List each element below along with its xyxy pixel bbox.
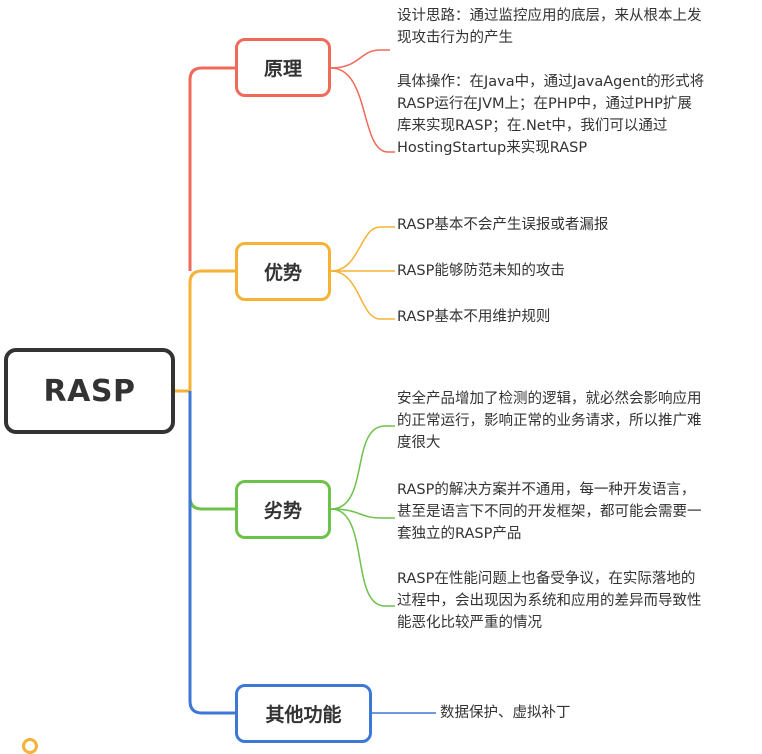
leaf-line: RASP基本不会产生误报或者漏报 (397, 217, 609, 233)
leaf-line: RASP在性能问题上也备受争议，在实际落地的 (397, 571, 696, 587)
leaf-line: 现攻击行为的产生 (397, 30, 513, 46)
leaf-line: 设计思路：通过监控应用的底层，来从根本上发 (397, 8, 702, 24)
leaf-line: 甚至是语言下不同的开发框架，都可能会需要一 (397, 504, 702, 520)
leaf-performance-controversy[interactable]: RASP在性能问题上也备受争议，在实际落地的 过程中，会出现因为系统和应用的差异… (397, 568, 702, 634)
leaf-line: 套独立的RASP产品 (397, 526, 522, 542)
leaf-line: 能恶化比较严重的情况 (397, 615, 542, 631)
connector-root-other (188, 391, 235, 715)
connector-disadvantages-leaf-2 (330, 508, 395, 519)
branch-node-principle[interactable]: 原理 (235, 38, 331, 97)
leaf-line: 具体操作：在Java中，通过JavaAgent的形式将 (397, 74, 705, 90)
leaf-line: 安全产品增加了检测的逻辑，就必然会影响应用 (397, 391, 702, 407)
leaf-line: 库来实现RASP；在.Net中，我们可以通过 (397, 118, 668, 134)
branch-node-disadvantages[interactable]: 劣势 (235, 480, 331, 539)
root-label: RASP (43, 373, 136, 409)
branch-node-other-features[interactable]: 其他功能 (235, 684, 372, 743)
branch-label-advantages: 优势 (263, 262, 302, 284)
leaf-line: 度很大 (397, 435, 441, 451)
root-node-rasp[interactable]: RASP (4, 348, 175, 434)
connector-disadvantages-leaf-1 (330, 425, 395, 510)
leaf-line: 过程中，会出现因为系统和应用的差异而导致性 (397, 593, 702, 609)
leaf-no-rule-maintenance[interactable]: RASP基本不用维护规则 (397, 306, 550, 328)
connector-advantages-leaf-3 (330, 270, 395, 320)
leaf-line: 数据保护、虚拟补丁 (440, 705, 571, 721)
connector-root-advantages (188, 269, 235, 391)
connector-disadvantages-leaf-3 (330, 508, 395, 607)
leaf-line: 的正常运行，影响正常的业务请求，所以推广难 (397, 413, 702, 429)
leaf-line: RASP运行在JVM上；在PHP中，通过PHP扩展 (397, 96, 692, 112)
connector-advantages-leaf-1 (330, 226, 395, 272)
leaf-design-idea[interactable]: 设计思路：通过监控应用的底层，来从根本上发 现攻击行为的产生 (397, 5, 702, 49)
leaf-line: RASP能够防范未知的攻击 (397, 263, 565, 279)
branch-node-advantages[interactable]: 优势 (235, 242, 331, 301)
leaf-unknown-attacks[interactable]: RASP能够防范未知的攻击 (397, 260, 565, 282)
connector-root-principle (188, 66, 235, 271)
connector-principle-leaf-2 (330, 67, 395, 153)
branch-label-principle: 原理 (263, 58, 302, 80)
leaf-implementation[interactable]: 具体操作：在Java中，通过JavaAgent的形式将 RASP运行在JVM上；… (397, 71, 704, 159)
leaf-data-protection[interactable]: 数据保护、虚拟补丁 (440, 702, 571, 724)
connector-root-disadvantages (188, 391, 235, 511)
leaf-line: RASP基本不用维护规则 (397, 309, 551, 325)
leaf-not-universal[interactable]: RASP的解决方案并不通用，每一种开发语言， 甚至是语言下不同的开发框架，都可能… (397, 479, 702, 545)
connector-principle-leaf-1 (330, 49, 390, 69)
leaf-no-false-positives[interactable]: RASP基本不会产生误报或者漏报 (397, 214, 608, 236)
branch-label-disadvantages: 劣势 (263, 500, 302, 522)
leaf-line: RASP的解决方案并不通用，每一种开发语言， (397, 482, 696, 498)
decorative-circle (22, 738, 38, 754)
leaf-line: HostingStartup来实现RASP (397, 140, 588, 156)
leaf-performance-impact[interactable]: 安全产品增加了检测的逻辑，就必然会影响应用 的正常运行，影响正常的业务请求，所以… (397, 388, 702, 454)
branch-label-other-features: 其他功能 (265, 704, 342, 726)
